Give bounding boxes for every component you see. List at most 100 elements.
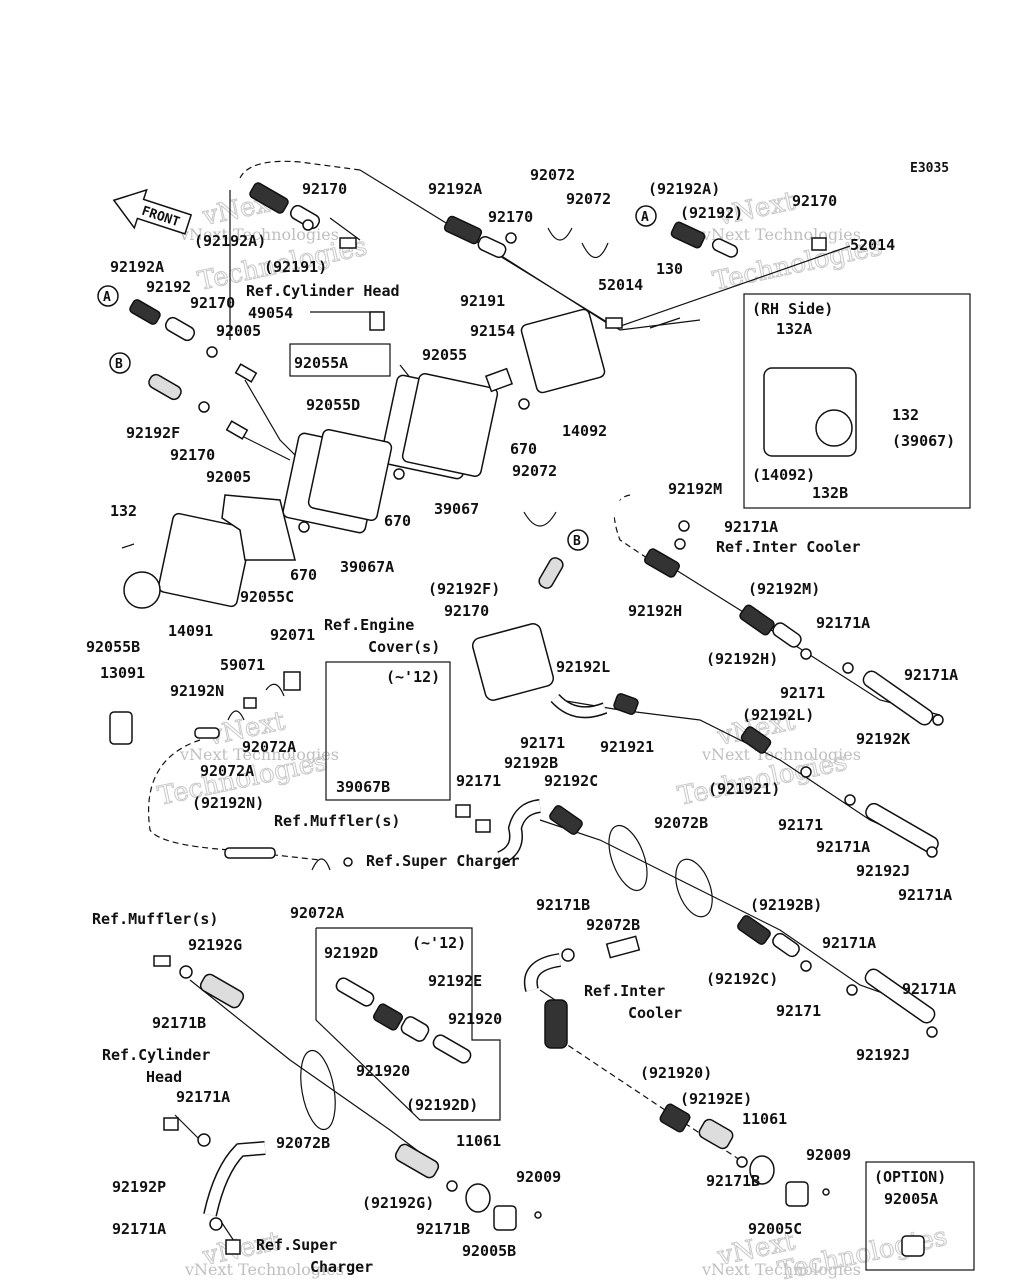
- clamp: [846, 984, 858, 996]
- fitting: [153, 955, 171, 967]
- part-label: 92192L: [556, 658, 610, 676]
- pipe-92192j: [865, 802, 939, 854]
- part-label: 92171A: [902, 980, 956, 998]
- clamp: [343, 857, 353, 867]
- callout-a-label: A: [103, 290, 111, 305]
- part-label: 92171A: [112, 1220, 166, 1238]
- hose-mesh: [698, 1118, 734, 1150]
- part-label: (92192B): [750, 896, 822, 914]
- watermark-inline: vNext Technologies: [184, 1260, 344, 1279]
- hose-coil: [739, 604, 775, 636]
- pipe-sleeve: [772, 932, 800, 958]
- gasket-92055c: [221, 494, 296, 561]
- screw-92009: [822, 1188, 830, 1196]
- sensor-49054: [369, 311, 385, 331]
- box-92055a: [289, 343, 391, 377]
- part-label: 11061: [742, 1110, 787, 1128]
- part-label: 92171A: [176, 1088, 230, 1106]
- clamp: [926, 1026, 938, 1038]
- part-label: 92055: [422, 346, 467, 364]
- pipe-92192j: [864, 968, 936, 1024]
- part-label: 52014: [850, 236, 895, 254]
- part-label: 49054: [248, 304, 293, 322]
- part-label: (92192L): [742, 706, 814, 724]
- fitting: [475, 819, 491, 833]
- clamp: [736, 1156, 748, 1168]
- pipe-92192d: [335, 977, 375, 1007]
- diagram-code: E3035: [910, 161, 949, 176]
- watermark-inline: vNext Technologies: [179, 745, 339, 764]
- part-label: 92171A: [816, 614, 870, 632]
- part-label: 92171: [456, 772, 501, 790]
- part-label: 92009: [516, 1168, 561, 1186]
- rh-cover-port: [815, 409, 853, 447]
- callout-a: [97, 285, 119, 307]
- part-label: Ref.Muffler(s): [274, 812, 400, 830]
- part-label: 92170: [302, 180, 347, 198]
- part-label: 92005: [206, 468, 251, 486]
- o-ring-670: [393, 468, 405, 480]
- clip-92072: [547, 227, 573, 241]
- clamp: [678, 520, 690, 532]
- clamp: [926, 846, 938, 858]
- clamp: [446, 1180, 458, 1192]
- watermark-inline: vNext Technologies: [701, 745, 861, 764]
- hose-coil: [737, 915, 771, 945]
- callout-b-label: B: [115, 357, 123, 372]
- hose-coil: [613, 693, 639, 715]
- part-label: 921920: [356, 1062, 410, 1080]
- fitting: [225, 1239, 241, 1255]
- part-13091: [109, 711, 133, 745]
- rh-side-label: 132: [892, 406, 919, 424]
- clamp: [800, 766, 812, 778]
- part-label: 92192C: [544, 772, 598, 790]
- bolt-52014: [811, 237, 827, 251]
- part-label: 92192J: [856, 1046, 910, 1064]
- part-label: 92072: [566, 190, 611, 208]
- part-label: (92192H): [706, 650, 778, 668]
- callout-b-label: B: [573, 534, 581, 549]
- clamp: [932, 714, 944, 726]
- hose-mesh: [394, 1143, 440, 1179]
- part-label: Cooler: [628, 1004, 682, 1022]
- part-label: 92055C: [240, 588, 294, 606]
- o-ring-670: [298, 521, 310, 533]
- pipe-92192n: [194, 727, 220, 739]
- gasket-11061: [749, 1155, 775, 1185]
- pipe-sleeve: [164, 316, 196, 342]
- pipe-sleeve: [477, 235, 507, 259]
- part-label: 92072: [530, 166, 575, 184]
- part-label: 92170: [792, 192, 837, 210]
- part-label: 92171: [780, 684, 825, 702]
- part-label: 92154: [470, 322, 515, 340]
- part-label: 92192J: [856, 862, 910, 880]
- part-label: 92192N: [170, 682, 224, 700]
- clip-92072b: [300, 1049, 336, 1131]
- part-label: 92171A: [816, 838, 870, 856]
- part-label: 13091: [100, 664, 145, 682]
- part-label: 92171A: [724, 518, 778, 536]
- option-part-label: 92005A: [884, 1190, 938, 1208]
- clamp: [302, 219, 314, 231]
- fitting-92154: [484, 367, 514, 393]
- clamp: [505, 232, 517, 244]
- part-label: 92072A: [242, 738, 296, 756]
- rh-side-label: (14092): [752, 466, 815, 484]
- box-12b-title: (~'12): [412, 934, 466, 952]
- part-label: Ref.Muffler(s): [92, 910, 218, 928]
- box-titles: (RH Side) 132A 132 (39067) (14092) 132B …: [386, 300, 955, 1208]
- part-label: 92192D: [324, 944, 378, 962]
- part-label: 92192: [146, 278, 191, 296]
- part-label: 92192K: [856, 730, 910, 748]
- part-label: 92191: [460, 292, 505, 310]
- part-59071: [243, 697, 257, 709]
- part-label: (921920): [640, 1064, 712, 1082]
- part-label: 92005: [216, 322, 261, 340]
- part-label: 39067A: [340, 558, 394, 576]
- part-label: 670: [384, 512, 411, 530]
- part-label: 92171: [776, 1002, 821, 1020]
- part-label: Ref.Engine: [324, 616, 414, 634]
- clamp: [198, 401, 210, 413]
- part-label: 670: [290, 566, 317, 584]
